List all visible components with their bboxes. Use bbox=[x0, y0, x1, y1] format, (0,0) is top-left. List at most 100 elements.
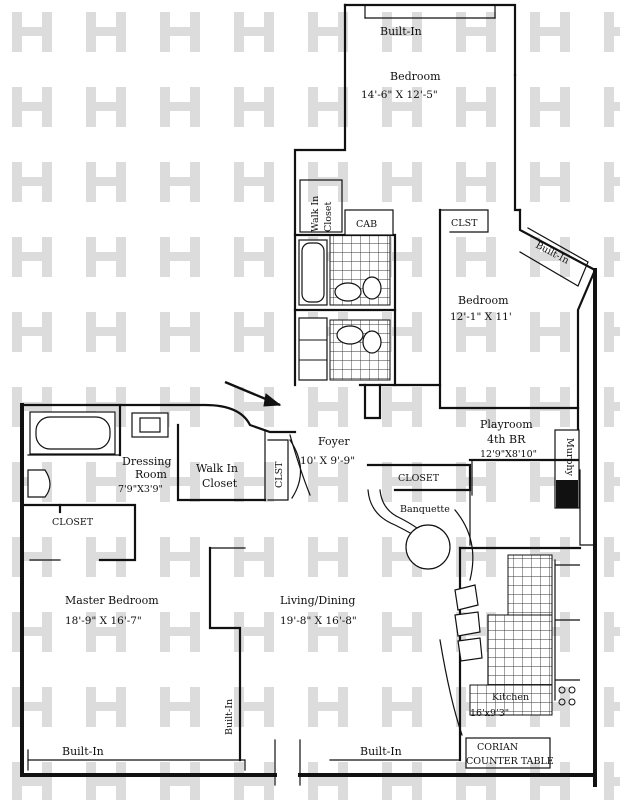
watermark-mark bbox=[604, 762, 620, 802]
watermark-mark bbox=[604, 87, 620, 127]
built-in-bottom-left-label: Built-In bbox=[62, 745, 104, 758]
watermark-mark bbox=[160, 687, 200, 727]
banquette-area bbox=[366, 463, 474, 581]
built-in-top-label: Built-In bbox=[380, 25, 422, 38]
watermark-mark bbox=[160, 312, 200, 352]
watermark-mark bbox=[234, 12, 274, 52]
watermark-mark bbox=[382, 162, 422, 202]
foyer-dims: 10' X 9'-9" bbox=[300, 455, 355, 467]
labels: Built-In Bedroom 14'-6" X 12'-5" Walk In… bbox=[52, 25, 575, 767]
walk-in-closet-top-line2: Closet bbox=[323, 201, 334, 232]
watermark-mark bbox=[86, 462, 126, 502]
watermark-mark bbox=[530, 237, 570, 277]
watermark-mark bbox=[604, 312, 620, 352]
watermark-mark bbox=[308, 612, 348, 652]
kitchen bbox=[454, 554, 580, 769]
counter-table-label: COUNTER TABLE bbox=[466, 756, 554, 767]
toilet-icon bbox=[362, 276, 382, 300]
watermark-mark bbox=[160, 162, 200, 202]
playroom-alt-name: 4th BR bbox=[487, 433, 526, 446]
living-dining-dims: 19'-8" X 16'-8" bbox=[280, 615, 357, 627]
kitchen-name: Kitchen bbox=[492, 692, 529, 703]
watermark-mark bbox=[12, 612, 52, 652]
watermark-mark bbox=[234, 537, 274, 577]
watermark-mark bbox=[160, 462, 200, 502]
watermark-mark bbox=[530, 12, 570, 52]
watermark-mark bbox=[604, 162, 620, 202]
watermark-mark bbox=[604, 687, 620, 727]
watermark-mark bbox=[530, 312, 570, 352]
watermark-mark bbox=[234, 387, 274, 427]
watermark-mark bbox=[234, 237, 274, 277]
bedroom-right-dims: 12'-1" X 11' bbox=[450, 311, 512, 323]
watermark-mark bbox=[12, 387, 52, 427]
watermark-mark bbox=[160, 387, 200, 427]
watermark-mark bbox=[530, 87, 570, 127]
round-table bbox=[405, 524, 451, 570]
watermark-mark bbox=[308, 162, 348, 202]
watermark-mark bbox=[456, 87, 496, 127]
bathrooms bbox=[293, 179, 397, 387]
master-bedroom-dims: 18'-9" X 16'-7" bbox=[65, 615, 142, 627]
watermark-mark bbox=[382, 87, 422, 127]
watermark-mark bbox=[12, 537, 52, 577]
watermark-mark bbox=[12, 762, 52, 802]
watermark-mark bbox=[382, 612, 422, 652]
master-bedroom-name: Master Bedroom bbox=[65, 594, 159, 607]
watermark-mark bbox=[86, 162, 126, 202]
watermark-mark bbox=[604, 612, 620, 652]
dressing-room-line2: Room bbox=[135, 468, 168, 481]
clst-foyer-label: CLST bbox=[274, 461, 285, 488]
bedroom-top-dims: 14'-6" X 12'-5" bbox=[361, 89, 438, 101]
watermark-mark bbox=[456, 312, 496, 352]
watermark-mark bbox=[308, 537, 348, 577]
watermark-mark bbox=[86, 612, 126, 652]
watermark-mark bbox=[160, 612, 200, 652]
watermark-mark bbox=[12, 312, 52, 352]
watermark-mark bbox=[382, 387, 422, 427]
watermark-mark bbox=[604, 237, 620, 277]
closet-foyer-label: CLOSET bbox=[398, 473, 440, 484]
stove-icon bbox=[558, 686, 576, 706]
cab-label: CAB bbox=[356, 219, 377, 230]
playroom-dims: 12'9"X8'10" bbox=[480, 449, 537, 460]
watermark-mark bbox=[234, 762, 274, 802]
banquette-label: Banquette bbox=[400, 504, 450, 515]
watermark-mark bbox=[530, 762, 570, 802]
watermark-mark bbox=[604, 387, 620, 427]
built-in-master-vertical-label: Built-In bbox=[224, 699, 235, 735]
watermark-mark bbox=[382, 12, 422, 52]
dressing-room-line1: Dressing bbox=[122, 455, 172, 468]
watermark-mark bbox=[86, 537, 126, 577]
counter-table bbox=[465, 737, 551, 769]
watermark-mark bbox=[456, 237, 496, 277]
kitchen-dims: 16'x9'3" bbox=[470, 708, 509, 719]
dressing-room-dims: 7'9"X3'9" bbox=[118, 484, 163, 495]
watermark-mark bbox=[308, 12, 348, 52]
closet-master-label: CLOSET bbox=[52, 517, 94, 528]
murphy-label: Murphy bbox=[564, 438, 575, 477]
corian-label: CORIAN bbox=[477, 742, 518, 753]
watermark-mark bbox=[160, 537, 200, 577]
clst-right-label: CLST bbox=[451, 218, 478, 229]
watermark-mark bbox=[604, 537, 620, 577]
master-bath bbox=[27, 411, 302, 501]
shower bbox=[298, 317, 328, 381]
watermark-mark bbox=[86, 762, 126, 802]
watermark-mark bbox=[382, 462, 422, 502]
built-in-bottom-center-label: Built-In bbox=[360, 745, 402, 758]
watermark-mark bbox=[12, 12, 52, 52]
watermark-mark bbox=[308, 462, 348, 502]
watermark-mark bbox=[86, 312, 126, 352]
master-toilet bbox=[27, 469, 51, 498]
watermark-mark bbox=[456, 762, 496, 802]
watermark-mark bbox=[234, 162, 274, 202]
watermark-mark bbox=[160, 762, 200, 802]
walk-in-closet-master-line1: Walk In bbox=[196, 462, 238, 475]
entry-arrow-icon bbox=[224, 380, 282, 407]
watermark-mark bbox=[382, 762, 422, 802]
foyer-name: Foyer bbox=[318, 435, 350, 448]
watermark-mark bbox=[604, 12, 620, 52]
watermark-mark bbox=[604, 462, 620, 502]
